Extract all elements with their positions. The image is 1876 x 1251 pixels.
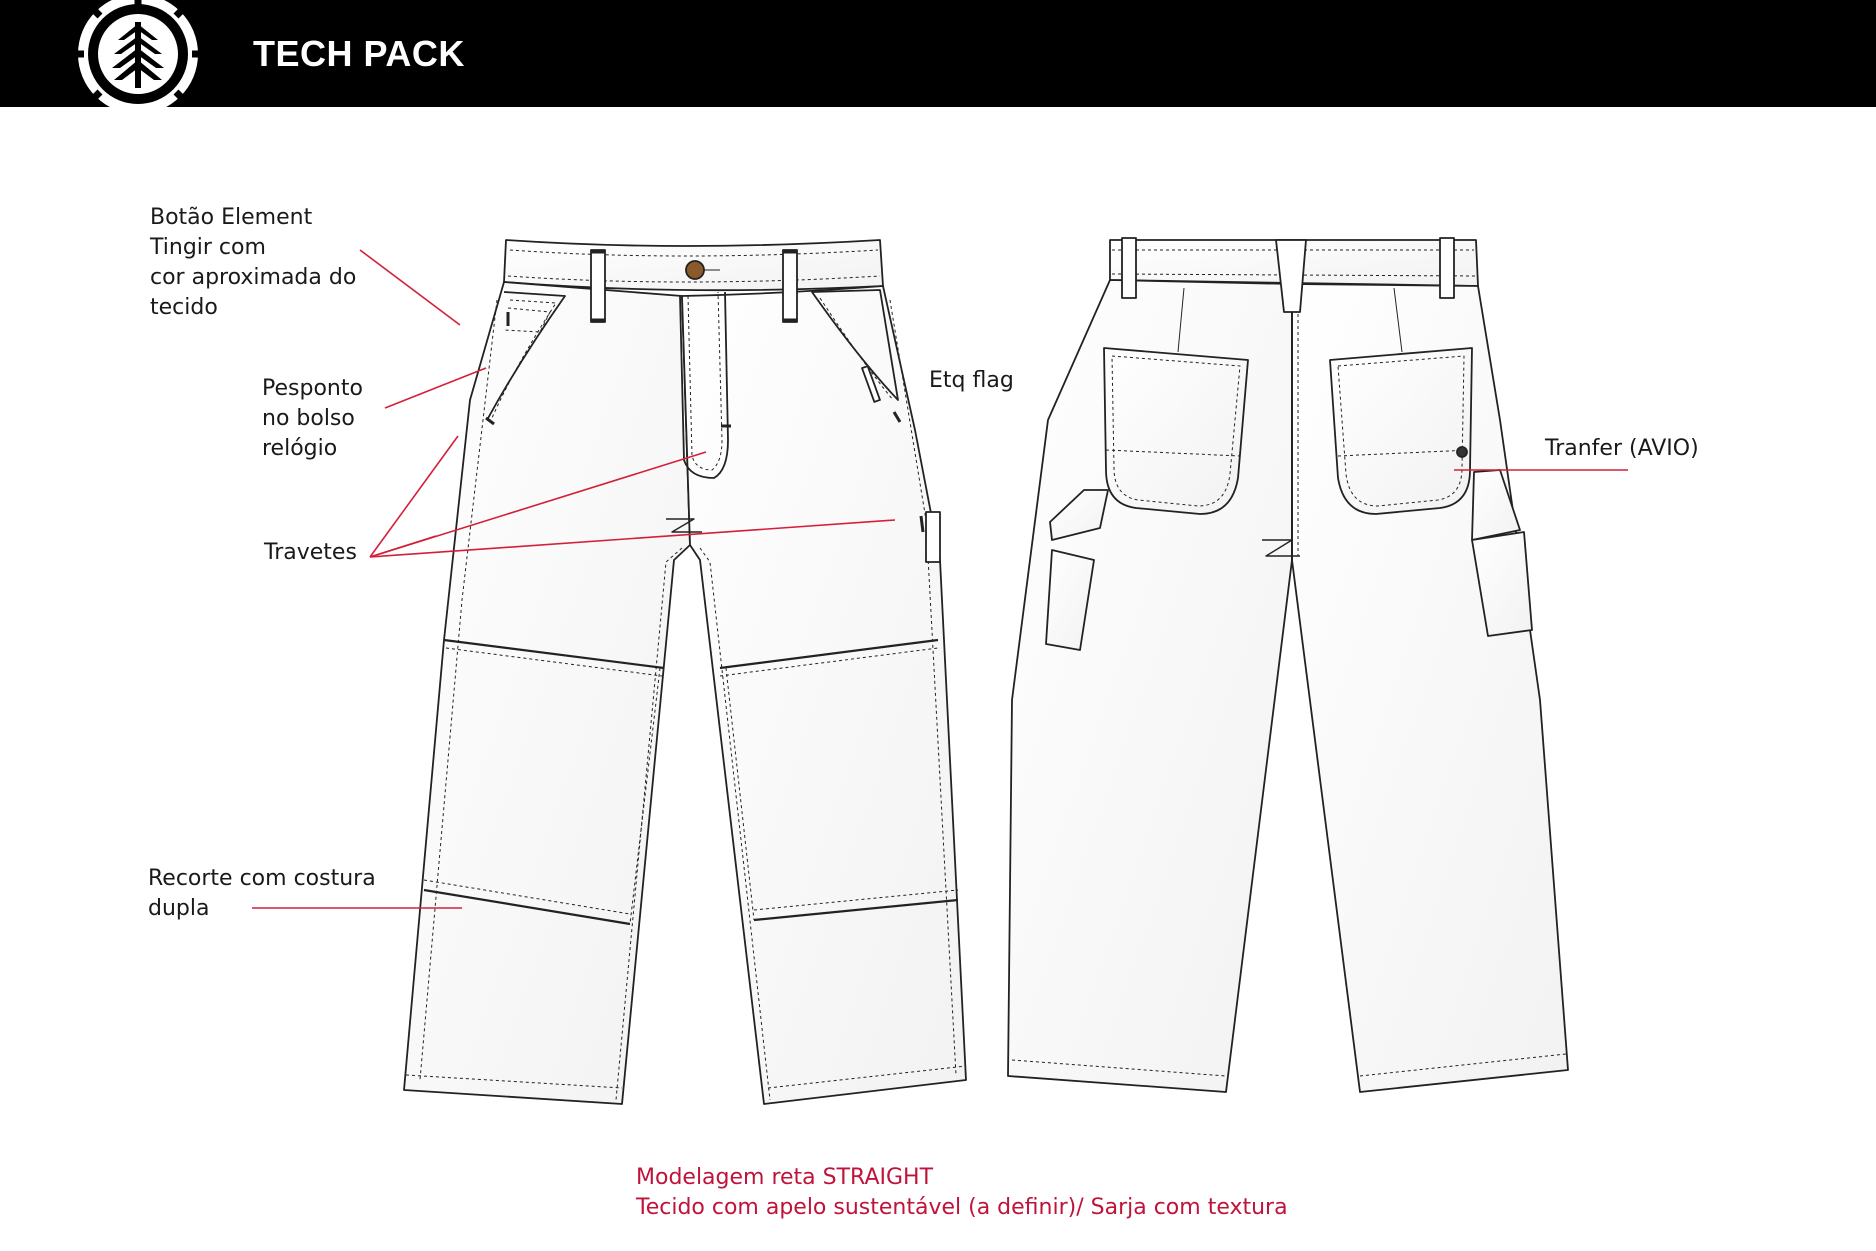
recorte-callout: Recorte com costura dupla <box>148 866 376 921</box>
pesponto-callout-line <box>384 367 487 409</box>
travetes-callout: Travetes <box>264 540 357 565</box>
front-left-leg <box>403 281 691 1105</box>
etq-flag-callout: Etq flag <box>929 368 1014 393</box>
travetes-callout-line-3 <box>369 519 896 558</box>
back-left-hammer-loop <box>1049 489 1109 541</box>
back-right-side-pocket <box>1471 531 1533 637</box>
back-center-loop <box>1275 239 1307 313</box>
tranfer-rivet <box>1456 446 1468 458</box>
etq-flag-tag <box>861 365 881 403</box>
spec-notes: Modelagem reta STRAIGHT Tecido com apelo… <box>636 1165 1288 1220</box>
front-right-pocket <box>811 289 899 401</box>
header-bar: TECH PACK <box>0 0 1876 107</box>
front-right-knee-panel <box>719 638 939 670</box>
back-right-pocket <box>1329 347 1473 515</box>
back-left-side-pocket <box>1045 549 1095 651</box>
botao-callout-line <box>359 249 461 326</box>
front-right-leg <box>681 285 967 1105</box>
tranfer-callout: Tranfer (AVIO) <box>1545 436 1699 461</box>
callout-lines <box>252 249 1628 909</box>
page-title: TECH PACK <box>253 33 465 74</box>
front-button <box>685 260 705 280</box>
back-left-pocket <box>1103 347 1249 515</box>
hammer-loop <box>925 511 941 563</box>
element-tree-logo-icon <box>74 0 202 107</box>
botao-element-callout: Botão Element Tingir com cor aproximada … <box>150 205 357 320</box>
travetes-callout-line-4 <box>369 535 437 558</box>
travetes-callout-line-1 <box>369 435 459 558</box>
front-fly <box>679 291 729 479</box>
back-view <box>1007 237 1569 1093</box>
front-left-pocket <box>486 291 566 421</box>
front-view <box>403 239 967 1105</box>
front-left-knee-panel <box>443 638 665 670</box>
pesponto-callout: Pesponto no bolso relógio <box>262 376 363 461</box>
